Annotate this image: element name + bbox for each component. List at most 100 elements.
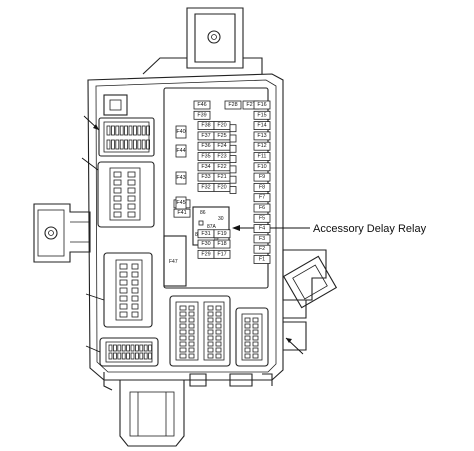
fuse-mini-cell: [229, 124, 237, 133]
fuse-f17: F17: [213, 249, 231, 259]
fuse-label: F18: [217, 241, 226, 247]
fuse-label: F4: [259, 226, 265, 232]
connector-pin: [215, 323, 222, 329]
fuse-label: F6: [259, 205, 265, 211]
side-fuse-f44: F44: [175, 144, 187, 158]
fuse-f37: F37: [197, 131, 215, 141]
connector-c1: [83, 115, 155, 157]
connector-pin: [143, 352, 148, 360]
fuse-f30: F30: [197, 239, 215, 249]
connector-pin: [252, 341, 259, 347]
connector-pin: [113, 344, 117, 352]
connector-pin: [119, 139, 124, 150]
connector-pin: [137, 125, 142, 136]
connector-pin: [119, 271, 128, 278]
fuse-label: F1: [259, 257, 265, 263]
connector-pin: [128, 125, 133, 136]
connector-c3: [85, 252, 153, 328]
connector-pin: [252, 347, 259, 353]
connector-pin: [148, 344, 153, 352]
fuse-label: F13: [257, 133, 266, 139]
fuse-f39: F39: [193, 110, 211, 120]
fuse-label: F10: [257, 164, 266, 170]
connector-pin: [119, 287, 128, 294]
fuse-mini-cell: [229, 186, 237, 194]
connector-pin: [215, 311, 222, 317]
connector-pin: [207, 347, 214, 353]
fuse-mini-cell: [229, 134, 237, 143]
connector-pin: [146, 125, 151, 136]
fuse-label: F35: [201, 154, 210, 160]
connector-pin: [179, 311, 187, 317]
connector-pin: [127, 203, 136, 210]
connector-pin: [111, 139, 115, 150]
fuse-label: F17: [217, 251, 226, 257]
fuse-label: F33: [201, 174, 210, 180]
connector-pin: [207, 317, 214, 323]
connector-pin: [179, 335, 187, 341]
connector-c2: [81, 157, 155, 228]
connector-pin: [119, 303, 128, 310]
connector-pin: [137, 139, 142, 150]
connector-pin: [244, 353, 251, 359]
bottom-mounting-tab: [103, 372, 273, 447]
connector-pin: [113, 195, 122, 202]
connector-pin: [207, 335, 214, 341]
connector-pin: [215, 329, 222, 335]
connector-pin: [252, 353, 259, 359]
connector-pin: [244, 341, 251, 347]
connector-pin: [121, 352, 126, 360]
connector-pin: [113, 171, 122, 178]
fuse-label: F22: [217, 164, 226, 170]
fuse-mini-cell: [229, 165, 237, 174]
side-fuse-f45: F45: [175, 196, 187, 210]
fuse-f20b: F20: [213, 182, 231, 192]
fuse-label: F15: [257, 112, 266, 118]
connector-pin: [131, 311, 139, 318]
fuse-label: F38: [201, 123, 210, 129]
connector-pin: [244, 347, 251, 353]
connector-pin: [130, 352, 135, 360]
connector-pin: [108, 352, 113, 360]
connector-pin: [115, 139, 120, 150]
connector-pin: [131, 287, 139, 294]
connector-pin: [252, 317, 259, 323]
connector-pin: [134, 352, 139, 360]
fuse-f4: F4: [253, 224, 271, 234]
connector-pin: [215, 341, 222, 347]
fuse-f25: F25: [213, 131, 231, 141]
connector-pin: [124, 125, 128, 136]
connector-pin: [113, 187, 122, 194]
side-fuse-f43: F43: [175, 171, 187, 185]
connector-pin: [179, 305, 187, 311]
connector-pin: [131, 263, 139, 270]
connector-pin: [179, 329, 187, 335]
connector-pin: [106, 125, 111, 136]
connector-pin: [188, 341, 195, 347]
fuse-label: F7: [259, 195, 265, 201]
fuse-label: F14: [257, 123, 266, 129]
connector-pin: [119, 279, 128, 286]
fuse-label: F16: [257, 102, 266, 108]
fuse-label: F12: [257, 143, 266, 149]
fuse-f10: F10: [253, 162, 271, 172]
fuse-label: F31: [201, 231, 210, 237]
relay-pin-87a: 87A: [207, 224, 217, 230]
connector-pin: [127, 211, 136, 218]
relay-pin-30: 30: [218, 216, 224, 222]
connector-pin: [127, 187, 136, 194]
fuse-f28: F28: [224, 100, 242, 110]
fuse-f15: F15: [253, 110, 271, 120]
fuse-f5: F5: [253, 213, 271, 223]
connector-pin: [179, 341, 187, 347]
fuse-f16: F16: [253, 100, 271, 110]
callout-label: Accessory Delay Relay: [313, 223, 427, 235]
side-fuse-label: F44: [176, 148, 185, 154]
connector-pin: [139, 352, 144, 360]
connector-pin: [119, 263, 128, 270]
relay-f47-label: F47: [169, 259, 178, 265]
connector-pin: [252, 335, 259, 341]
connector-pin: [207, 305, 214, 311]
